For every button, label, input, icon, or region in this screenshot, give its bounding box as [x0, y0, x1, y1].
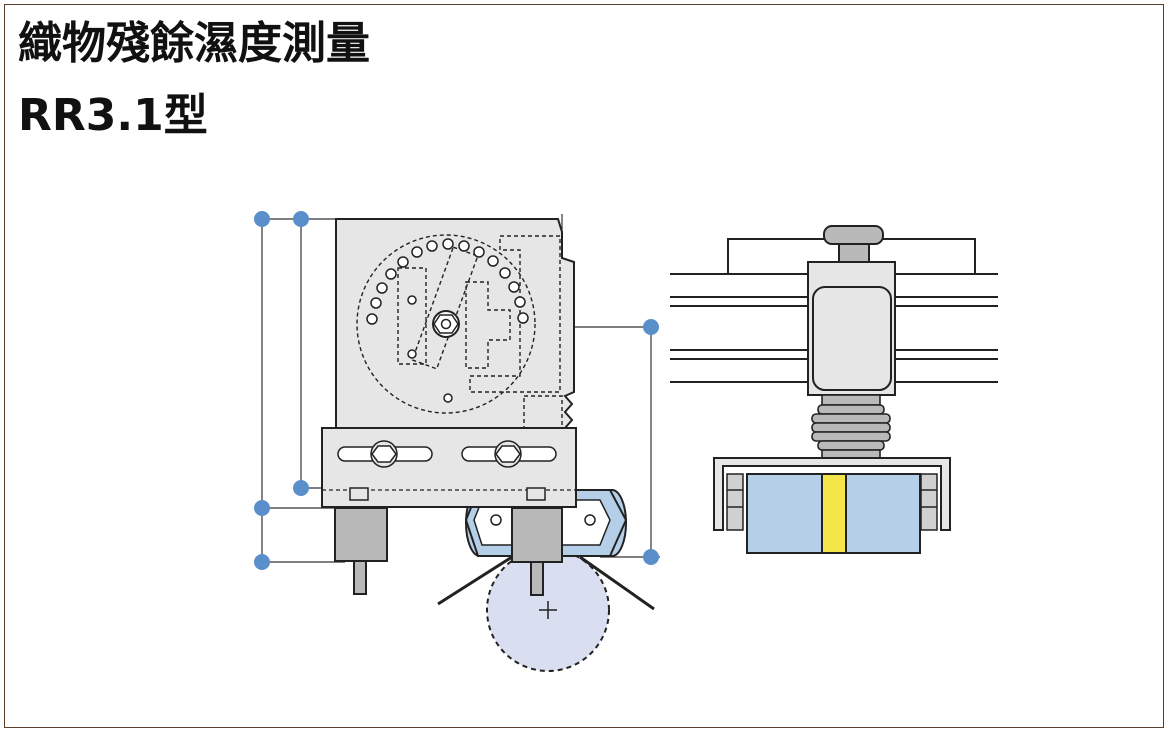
blue-dot-icon [293, 211, 309, 227]
bellows [811, 394, 891, 459]
holder-end-caps [726, 473, 938, 531]
blue-dot-icon [254, 554, 270, 570]
side-view [254, 211, 660, 672]
center-strip [821, 473, 847, 554]
adjustment-slot-right [461, 440, 557, 468]
center-nut-icon [432, 310, 460, 338]
page-title: 織物殘餘濕度測量 [18, 18, 370, 69]
electrode-left [334, 507, 388, 595]
adjustment-knob-icon [823, 225, 884, 263]
blue-dot-icon [643, 319, 659, 335]
center-mark-icon [539, 601, 557, 619]
adjustment-slot-left [337, 440, 433, 468]
electrode-right [511, 507, 563, 596]
model-name: RR3.1型 [18, 90, 208, 141]
sensor-holder [713, 457, 951, 531]
blue-dot-icon [254, 500, 270, 516]
front-view [670, 225, 998, 554]
blue-dot-icon [643, 549, 659, 565]
blue-dot-icon [293, 480, 309, 496]
dimension-markers [254, 211, 659, 570]
blue-dot-icon [254, 211, 270, 227]
bracket-bolts [349, 487, 546, 501]
fabric-line-left [437, 555, 513, 606]
adjustment-hole-ring [366, 238, 529, 403]
fabric-line-right [579, 555, 655, 611]
